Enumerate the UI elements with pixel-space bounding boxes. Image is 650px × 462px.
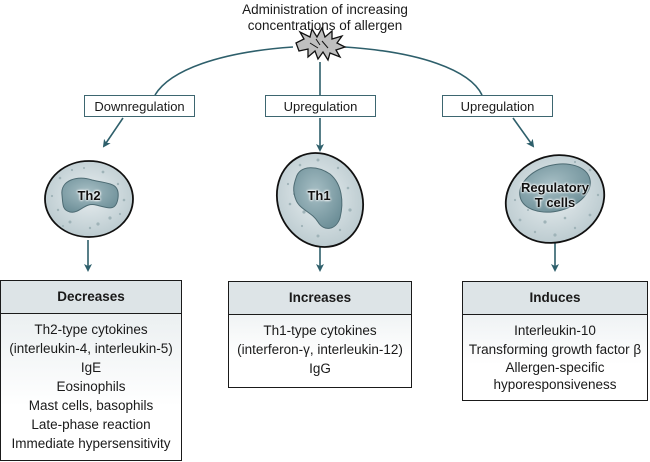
- effect-item: (interleukin-4, interleukin-5): [9, 341, 173, 356]
- cell-label-line: Th1: [307, 188, 331, 203]
- effect-header: Increases: [229, 282, 411, 315]
- effect-item: Interleukin-10: [514, 323, 596, 338]
- regulation-label: Upregulation: [460, 99, 535, 114]
- cell-label-th1: Th1: [294, 188, 344, 203]
- arrow-to-th2: [102, 117, 124, 148]
- effect-box-induces: Induces Interleukin-10 Transforming grow…: [462, 281, 648, 401]
- effect-list: Interleukin-10 Transforming growth facto…: [463, 315, 647, 393]
- effect-item: Eosinophils: [56, 379, 126, 394]
- cell-label-line: Regulatory: [521, 180, 589, 195]
- treg-cell-icon: [504, 154, 606, 244]
- link-curve-right: [344, 46, 483, 96]
- cell-label-treg: Regulatory T cells: [510, 180, 600, 210]
- effect-list: Th2-type cytokines (interleukin-4, inter…: [1, 314, 181, 453]
- effect-item: Immediate hypersensitivity: [11, 436, 171, 451]
- diagram-title: Administration of increasing concentrati…: [200, 2, 450, 34]
- effect-list: Th1-type cytokines (interferon-γ, interl…: [229, 315, 411, 378]
- effect-item: Transforming growth factor β: [468, 342, 642, 357]
- regulation-label: Upregulation: [283, 99, 358, 114]
- effect-item: Th2-type cytokines: [34, 322, 148, 337]
- cell-label-line: T cells: [534, 195, 576, 210]
- link-curve-left: [154, 46, 294, 96]
- regulation-box-treg: Upregulation: [442, 95, 553, 117]
- title-line-1: Administration of increasing: [242, 2, 408, 17]
- effect-item: IgG: [309, 361, 331, 376]
- cell-label-line: Th2: [77, 188, 101, 203]
- effect-box-increases: Increases Th1-type cytokines (interferon…: [228, 281, 412, 388]
- effect-item: hyporesponsiveness: [493, 377, 617, 392]
- regulation-box-th2: Downregulation: [84, 95, 195, 117]
- cell-label-th2: Th2: [64, 188, 114, 203]
- effect-item: Th1-type cytokines: [263, 323, 377, 338]
- effect-header: Decreases: [1, 281, 181, 314]
- effect-item: Allergen-specific: [505, 360, 605, 375]
- allergen-particle-icon: [295, 26, 347, 62]
- regulation-label: Downregulation: [94, 99, 185, 114]
- effect-item: Late-phase reaction: [31, 417, 151, 432]
- effect-header: Induces: [463, 282, 647, 315]
- arrow-to-treg: [512, 117, 535, 148]
- regulation-box-th1: Upregulation: [265, 95, 376, 117]
- effect-item: Mast cells, basophils: [28, 398, 154, 413]
- title-line-2: concentrations of allergen: [247, 18, 403, 33]
- effect-item: IgE: [80, 360, 102, 375]
- effect-item: (interferon-γ, interleukin-12): [237, 342, 403, 357]
- th2-cell-icon: [44, 160, 134, 238]
- effect-box-decreases: Decreases Th2-type cytokines (interleuki…: [0, 280, 182, 461]
- th1-cell-icon: [275, 152, 365, 248]
